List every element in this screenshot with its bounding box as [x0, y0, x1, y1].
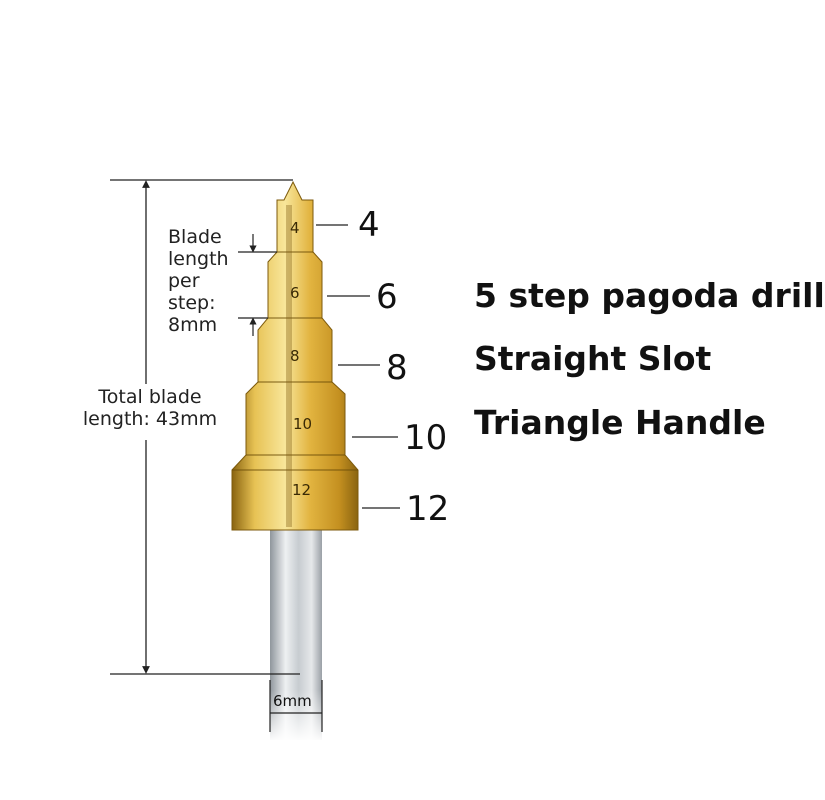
engraving-step-1: 4: [290, 219, 300, 237]
step-size-label-5: 12: [406, 489, 450, 529]
step-length-line-5: 8mm: [168, 314, 218, 336]
drill-blade: [231, 180, 359, 531]
engraving-step-5: 12: [292, 481, 312, 499]
feature-step-count: 5 step pagoda drill: [474, 276, 825, 315]
feature-slot: Straight Slot: [474, 339, 712, 378]
total-length-note: Total blade length: 43mm: [80, 386, 220, 430]
shank-dimension: [269, 680, 323, 732]
drill-shank: [270, 530, 322, 742]
step-size-label-4: 10: [404, 418, 448, 458]
total-length-dimension: [110, 179, 300, 675]
engraving-step-3: 8: [290, 347, 300, 365]
step-length-line-1: Blade: [168, 226, 222, 248]
engraving-step-4: 10: [293, 415, 313, 433]
step-edges: [232, 251, 358, 471]
step-length-note: Blade length per step: 8mm: [168, 226, 229, 336]
total-length-line-2: length: 43mm: [82, 408, 218, 430]
straight-slot: [286, 205, 292, 527]
step-leaders: [316, 224, 400, 509]
step-length-line-4: step:: [168, 292, 216, 314]
drill-diagram: [110, 179, 400, 742]
step-length-line-2: length: [168, 248, 229, 270]
step-length-line-3: per: [168, 270, 200, 292]
step-length-dimension: [238, 234, 277, 336]
step-size-label-3: 8: [386, 348, 408, 388]
total-length-line-1: Total blade: [98, 386, 202, 408]
step-size-label-2: 6: [376, 277, 398, 317]
step-size-label-1: 4: [358, 205, 380, 245]
feature-handle: Triangle Handle: [474, 403, 766, 442]
engraving-step-2: 6: [290, 284, 300, 302]
shank-diameter-label: 6mm: [273, 692, 312, 710]
